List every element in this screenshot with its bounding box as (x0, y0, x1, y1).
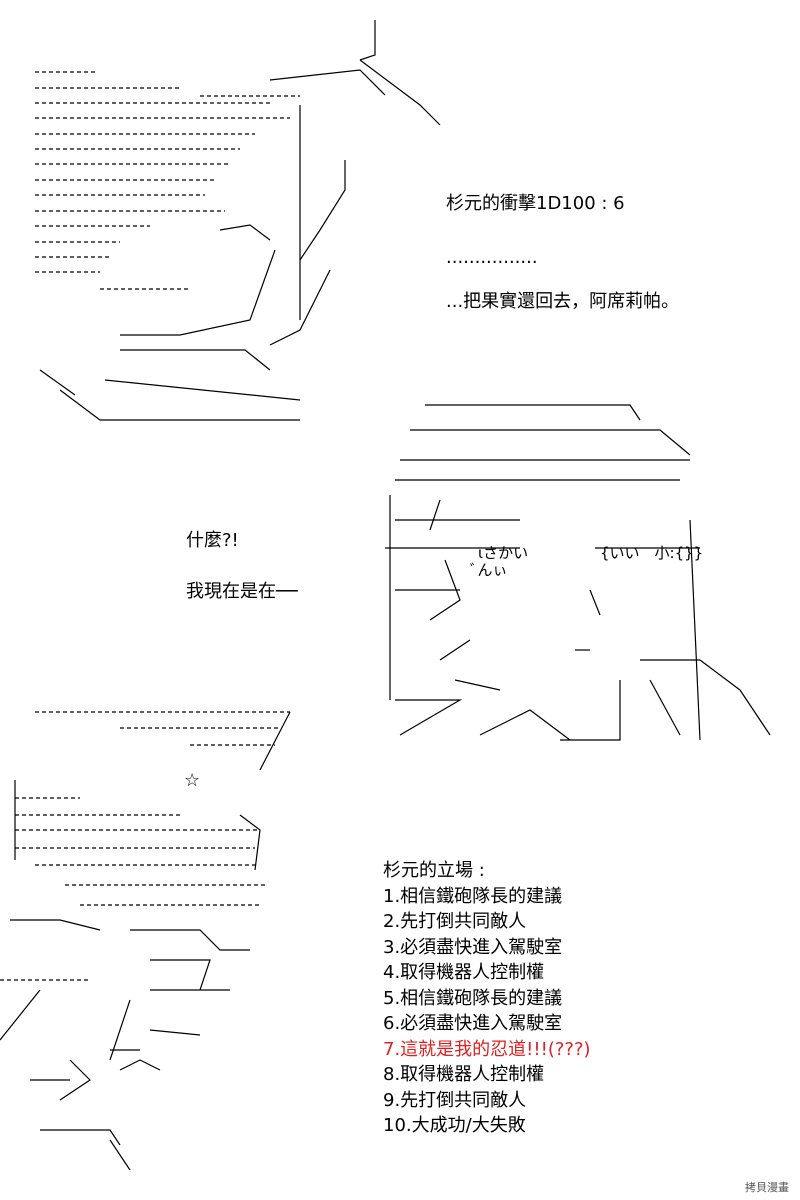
art-text-left: ιさかい (478, 544, 529, 562)
ascii-art-top-left-outline (39, 20, 441, 421)
stance-list: 杉元的立場 : 1.相信鐵砲隊長的建議 2.先打倒共同敵人 3.必須盡快進入駕駛… (383, 858, 591, 1139)
roll-result-title: 杉元的衝擊1D100 : 6 (446, 193, 625, 214)
stance-item-6: 6.必須盡快進入駕駛室 (383, 1013, 563, 1034)
star-icon: ☆ (184, 770, 201, 791)
stance-item-2: 2.先打倒共同敵人 (383, 911, 527, 932)
ascii-art-top-left (35, 71, 300, 290)
art-text-mid: {いい 小:{}} (600, 544, 704, 562)
stance-item-10: 10.大成功/大失敗 (383, 1115, 526, 1136)
stance-item-3: 3.必須盡快進入駕駛室 (383, 936, 563, 958)
stance-item-1: 1.相信鐵砲隊長的建議 (383, 885, 563, 907)
stance-item-5: 5.相信鐵砲隊長的建議 (383, 987, 563, 1009)
stance-item-8: 8.取得機器人控制權 (383, 1064, 545, 1085)
ascii-art-face (385, 404, 771, 741)
stance-title: 杉元的立場 : (383, 860, 485, 881)
dialogue-what: 什麼?! (186, 530, 239, 551)
art-text-tail: ﾞんぃ (470, 561, 508, 579)
stance-item-7-highlighted: 7.這就是我的忍道!!!(???) (383, 1038, 591, 1060)
watermark: 拷貝漫畫 (742, 1178, 792, 1196)
dialogue-where-am-i: 我現在是在── (186, 581, 298, 602)
ascii-art-bottom-left (0, 711, 290, 981)
ascii-art-bottom-left-outline (0, 711, 291, 1171)
stance-item-4: 4.取得機器人控制權 (383, 962, 545, 983)
dialogue-return-fruit: ...把果實還回去，阿席莉帕。 (446, 291, 680, 312)
stance-item-9: 9.先打倒共同敵人 (383, 1089, 527, 1111)
ellipsis-text: ................ (446, 247, 538, 268)
